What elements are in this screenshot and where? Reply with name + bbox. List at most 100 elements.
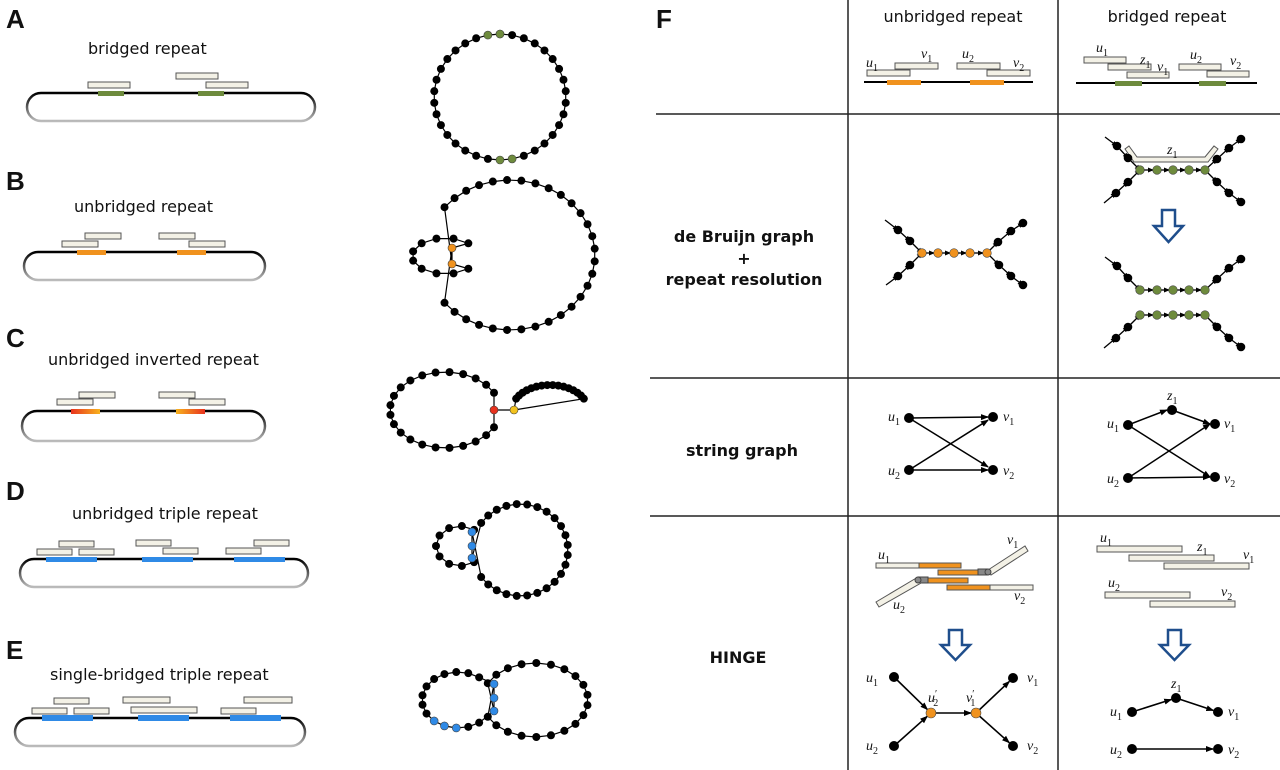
graph-node <box>475 320 484 329</box>
graph-node <box>422 709 431 718</box>
graph-node <box>396 428 405 437</box>
graph-node <box>1008 741 1018 751</box>
graph-node <box>988 412 998 422</box>
graph-node <box>484 580 493 589</box>
graph-node <box>495 155 505 165</box>
graph-c-inverted <box>386 368 588 452</box>
repeat-segment <box>142 557 193 562</box>
label-v1: v1 <box>1027 671 1038 689</box>
graph-node <box>450 194 459 203</box>
hinge-joint <box>984 568 992 576</box>
graph-node <box>1111 188 1121 198</box>
read-bar <box>188 240 226 248</box>
graph-node <box>563 551 572 560</box>
repeat-node-u2-prime <box>925 707 937 719</box>
graph-node <box>1213 707 1223 717</box>
panel-letter-e: E <box>6 635 23 665</box>
graph-node <box>386 401 395 410</box>
read-bar <box>78 391 116 399</box>
read-bar <box>158 232 196 240</box>
repeat-segment <box>138 715 189 721</box>
graph-node <box>430 675 439 684</box>
read-bar <box>1126 71 1170 79</box>
label-v1: v1 <box>1157 60 1168 78</box>
panel-letter-f: F <box>656 4 672 34</box>
down-arrow-icon <box>938 628 973 662</box>
graph-node <box>1236 254 1246 264</box>
read-bar <box>866 69 911 77</box>
graph-node <box>531 179 540 188</box>
label-v1-prime: v′1 <box>966 689 975 709</box>
graph-node <box>471 374 480 383</box>
graph-node <box>1018 280 1028 290</box>
graph-node <box>488 324 497 333</box>
graph-edge <box>1171 409 1211 425</box>
graph-node <box>1224 143 1234 153</box>
graph-node <box>1006 271 1016 281</box>
repeat-segment <box>1199 81 1226 86</box>
graph-node <box>1127 707 1137 717</box>
graph-node <box>561 560 570 569</box>
graph-node <box>579 394 588 403</box>
repeat-node <box>1184 285 1194 295</box>
repeat-node-v1-prime <box>970 707 982 719</box>
repeat-segment <box>1115 81 1142 86</box>
graph-node <box>482 431 491 440</box>
read-bar <box>56 398 94 406</box>
graph-node <box>905 260 915 270</box>
chromosome-panel-a <box>25 72 317 123</box>
graph-node <box>471 437 480 446</box>
graph-node <box>542 507 551 516</box>
hinge-joint <box>914 576 922 584</box>
repeat-node <box>982 248 992 258</box>
repeat-segment <box>177 250 206 255</box>
chromosome-loop <box>13 716 307 748</box>
repeat-segment <box>98 91 124 96</box>
graph-node <box>1212 274 1222 284</box>
graph-node <box>1236 134 1246 144</box>
graph-edge <box>1131 698 1173 713</box>
graph-node <box>418 440 427 449</box>
label-u1: u1 <box>866 671 878 689</box>
graph-node <box>1167 405 1177 415</box>
graph-node <box>567 302 576 311</box>
graph-node <box>489 706 499 716</box>
column-header-bridged: bridged repeat <box>1108 7 1227 26</box>
read-bar <box>31 707 68 715</box>
graph-node <box>492 670 501 679</box>
repeat-node <box>1168 165 1178 175</box>
repeat-segment <box>198 91 224 96</box>
repeat-node <box>1135 310 1145 320</box>
graph-node <box>440 721 449 731</box>
graph-node <box>445 559 454 568</box>
graph-node <box>1123 153 1133 163</box>
repeat-node <box>1168 310 1178 320</box>
graph-node <box>475 181 484 190</box>
graph-node <box>418 691 427 700</box>
repeat-node <box>917 248 927 258</box>
read-bar <box>1178 63 1222 71</box>
graph-node <box>484 511 493 520</box>
graph-node <box>464 264 473 273</box>
graph-node <box>560 665 569 674</box>
graph-node <box>1224 263 1234 273</box>
graph-node <box>488 177 497 186</box>
graph-node <box>472 34 481 43</box>
read-bar <box>162 547 199 555</box>
graph-node <box>893 271 903 281</box>
label-v2: v2 <box>1228 743 1239 761</box>
graph-node <box>517 660 526 669</box>
repeat-node <box>933 248 943 258</box>
graph-node <box>489 679 499 689</box>
read-bar <box>84 232 122 240</box>
graph-node <box>1224 333 1234 343</box>
graph-node <box>508 31 517 40</box>
graph-node <box>532 659 541 668</box>
inverted-repeat-segment <box>71 409 100 414</box>
repeat-segment <box>234 557 285 562</box>
graph-edge <box>975 680 1011 714</box>
read-v2-repeat <box>946 584 991 591</box>
label-v1: v1 <box>1224 417 1235 435</box>
graph-node <box>517 325 526 334</box>
